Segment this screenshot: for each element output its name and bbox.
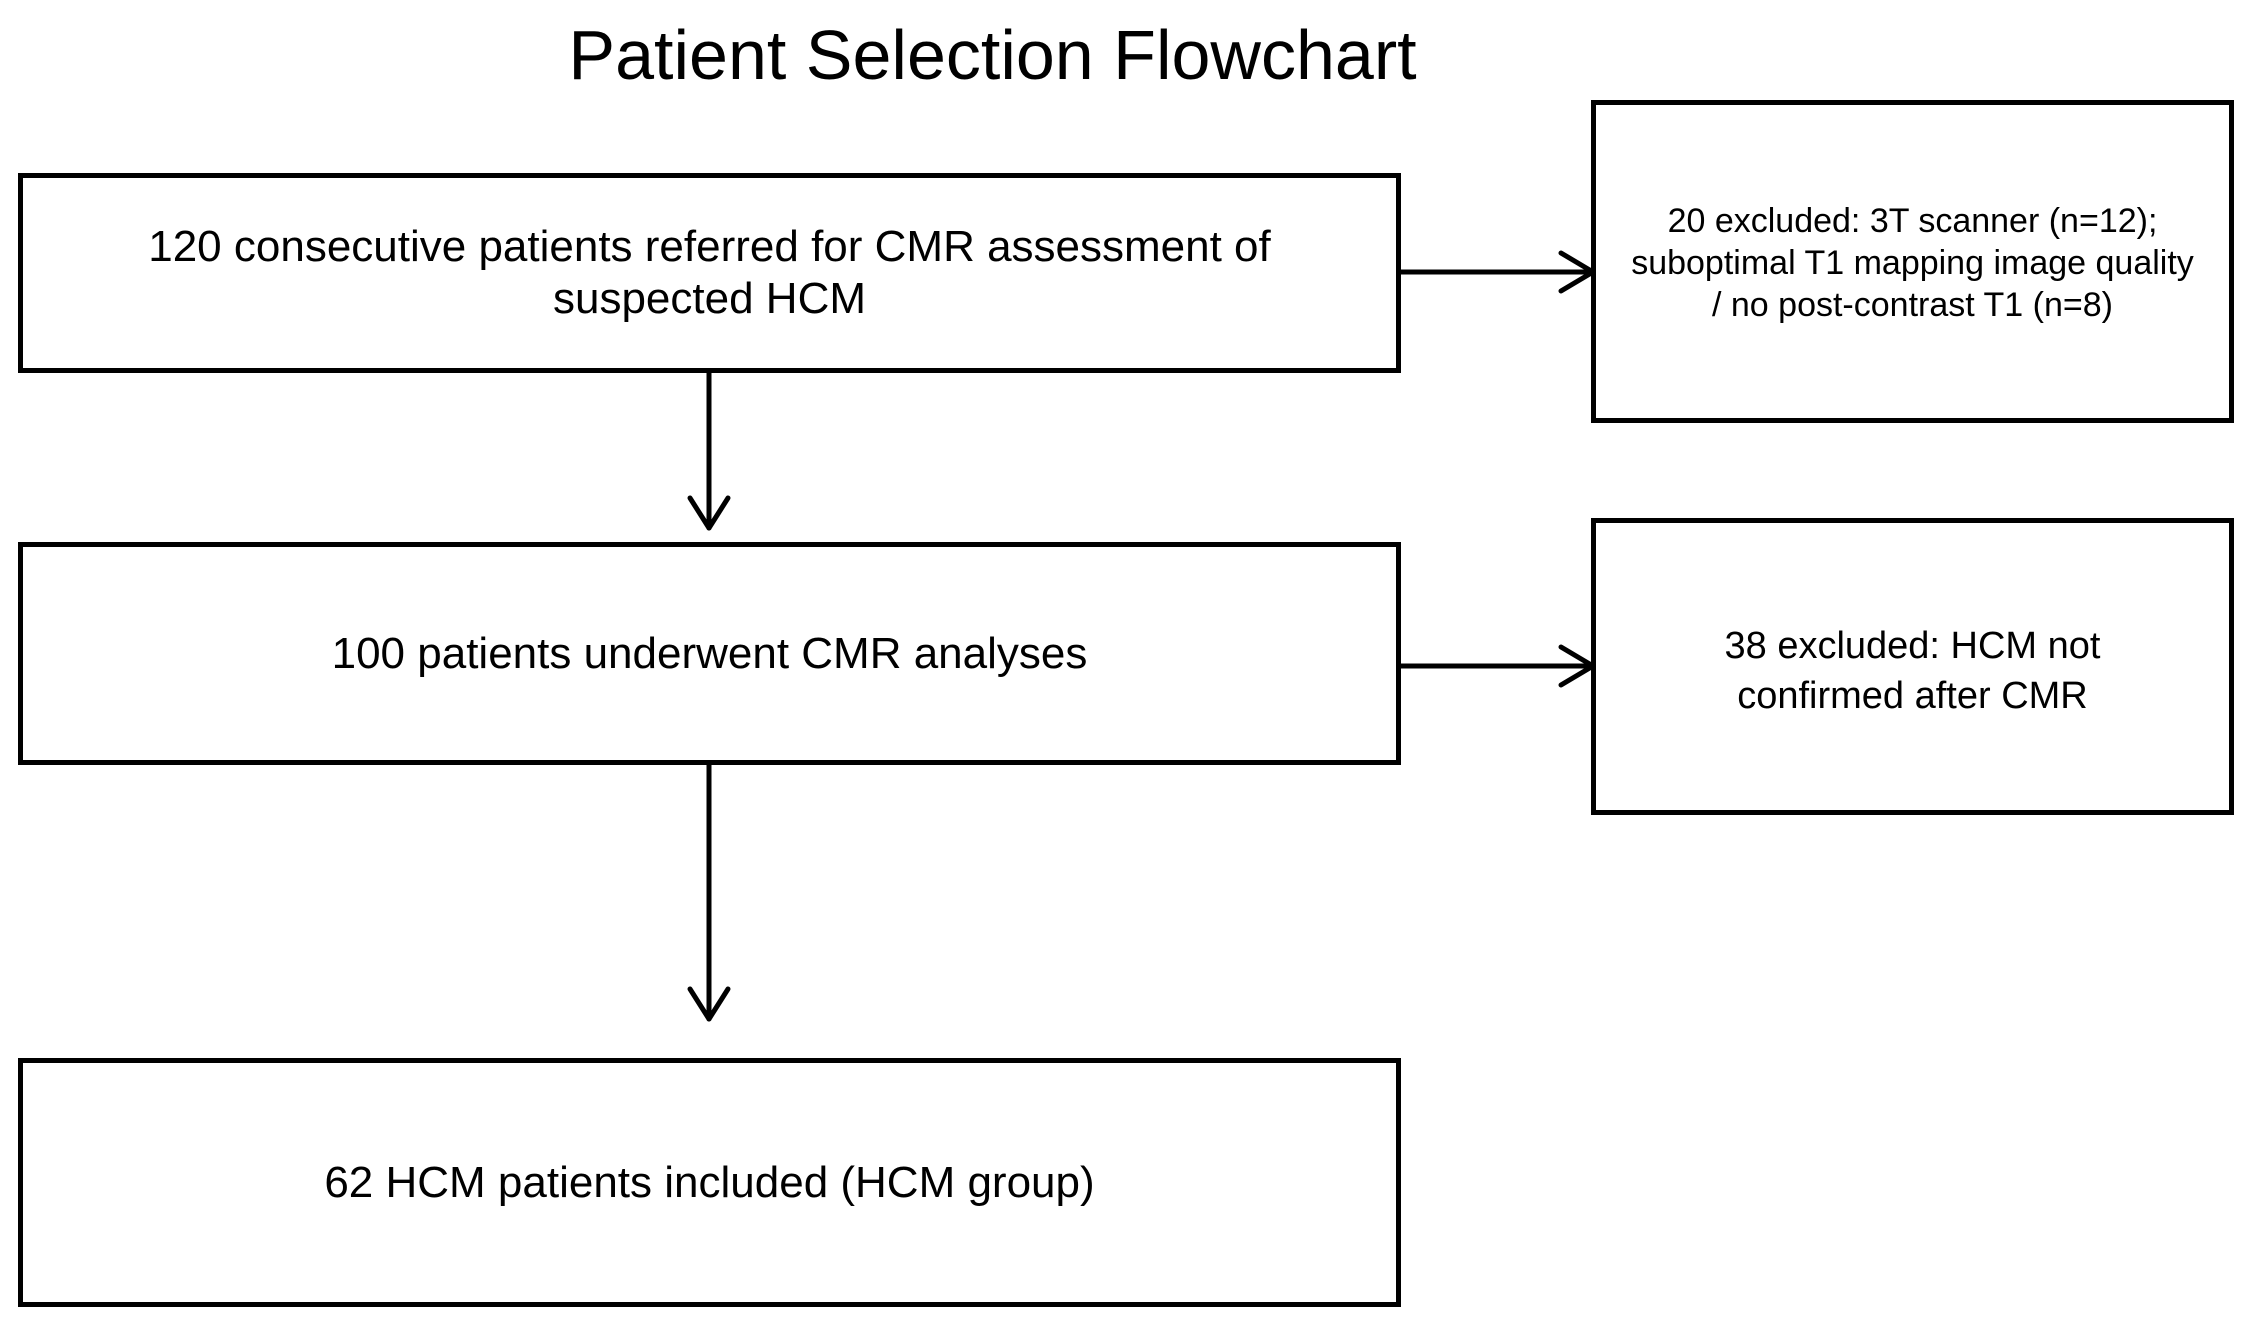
- flowchart-title: Patient Selection Flowchart: [568, 16, 1417, 94]
- box-excluded-scanner: 20 excluded: 3T scanner (n=12); suboptim…: [1591, 100, 2234, 423]
- box-excluded-not-confirmed: 38 excluded: HCM not confirmed after CMR: [1591, 518, 2234, 815]
- box-excluded-scanner-label: 20 excluded: 3T scanner (n=12); suboptim…: [1631, 202, 2194, 324]
- box-excluded-not-confirmed-label: 38 excluded: HCM not confirmed after CMR: [1724, 625, 2101, 717]
- box-cmr-analyses: 100 patients underwent CMR analyses: [18, 542, 1401, 765]
- arrow-referred-to-analyses: [687, 370, 731, 531]
- arrow-referred-to-excluded-1: [1398, 250, 1596, 294]
- box-referred-patients-label: 120 consecutive patients referred for CM…: [148, 222, 1271, 323]
- box-included-hcm-group-label: 62 HCM patients included (HCM group): [324, 1157, 1095, 1207]
- box-referred-patients: 120 consecutive patients referred for CM…: [18, 173, 1401, 373]
- arrow-analyses-to-included: [687, 762, 731, 1022]
- box-cmr-analyses-label: 100 patients underwent CMR analyses: [331, 628, 1088, 678]
- arrow-analyses-to-excluded-2: [1398, 644, 1596, 688]
- box-included-hcm-group: 62 HCM patients included (HCM group): [18, 1058, 1401, 1307]
